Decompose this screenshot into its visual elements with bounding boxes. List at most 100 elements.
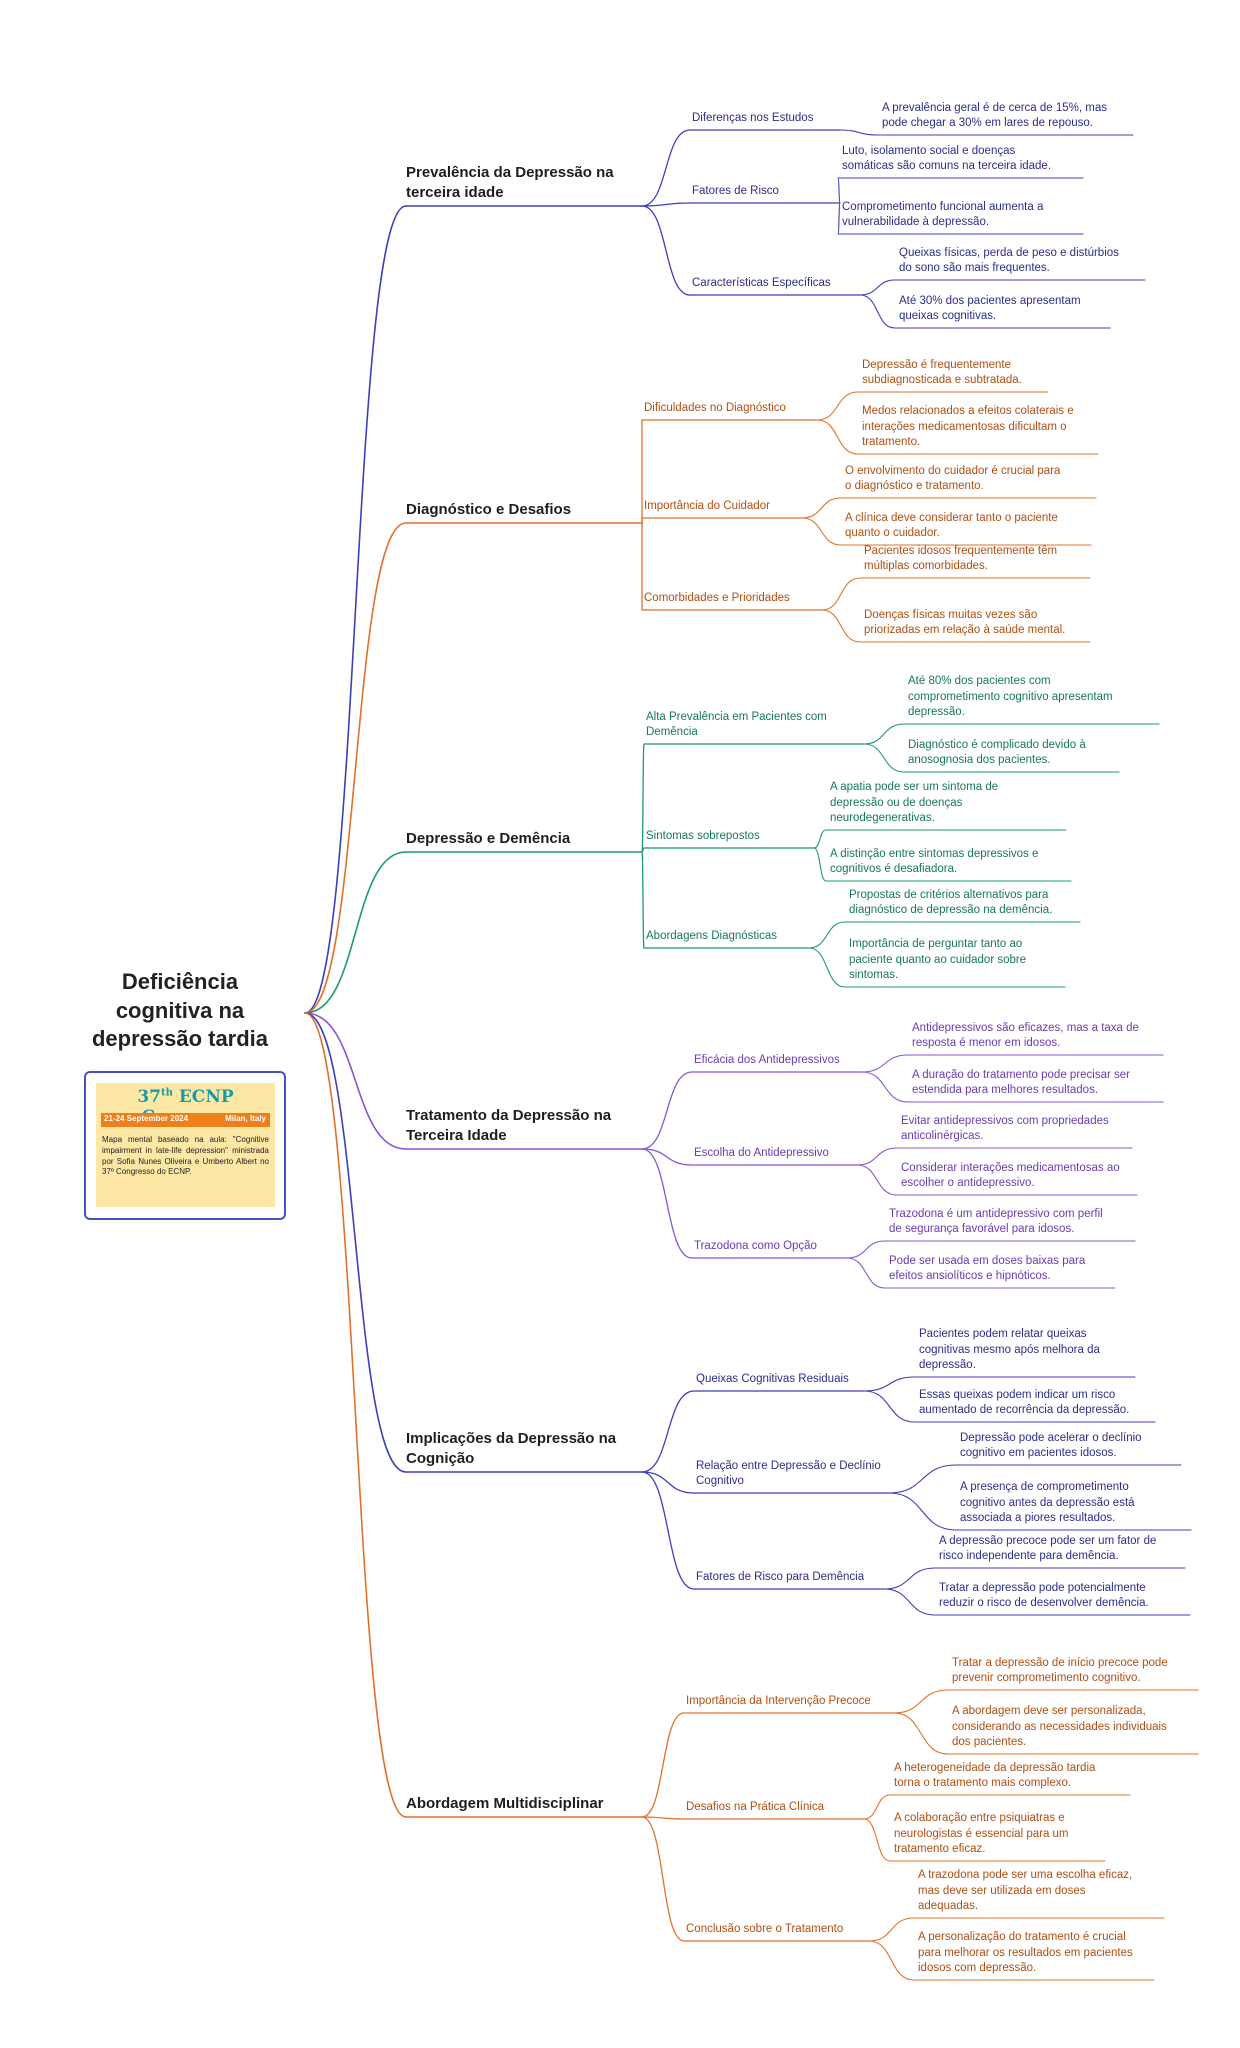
root-to-branch-link	[304, 522, 407, 1014]
detail-note-line: do sono são mais frequentes.	[899, 261, 1050, 274]
subtopic[interactable]: Eficácia dos Antidepressivos	[694, 1053, 840, 1068]
subtopic[interactable]: Trazodona como Opção	[694, 1239, 817, 1254]
detail-note-line: Pode ser usada em doses baixas para	[889, 1254, 1086, 1267]
subtopic-to-detail-link	[808, 947, 846, 988]
subtopic-to-detail-link	[888, 1464, 957, 1494]
detail-note-line: A colaboração entre psiquiatras e	[894, 1812, 1065, 1825]
branch-topic-line: Cognição	[406, 1449, 475, 1467]
subtopic-to-detail-link	[801, 497, 842, 519]
subtopic-line: Dificuldades no Diagnóstico	[644, 402, 786, 414]
detail-note: Medos relacionados a efeitos colaterais …	[862, 404, 1074, 450]
subtopic-to-detail-link	[856, 1147, 898, 1166]
branch-topic-line: Terceira Idade	[406, 1126, 507, 1144]
detail-note-line: A clínica deve considerar tanto o pacien…	[845, 511, 1058, 524]
root-to-branch-link	[304, 1012, 407, 1150]
branch-topic-line: Implicações da Depressão na	[406, 1430, 617, 1447]
root-title-line: cognitiva na	[115, 997, 245, 1023]
detail-note-line: depressão.	[908, 705, 965, 718]
subtopic-to-detail-link	[808, 921, 846, 949]
subtopic[interactable]: Abordagens Diagnósticas	[646, 929, 777, 944]
branch-topic[interactable]: Tratamento da Depressão na Terceira Idade	[406, 1106, 611, 1145]
branch-to-subtopic-link	[641, 743, 645, 853]
detail-note: A prevalência geral é de cerca de 15%, m…	[882, 101, 1107, 131]
subtopic[interactable]: Escolha do Antidepressivo	[694, 1146, 829, 1161]
subtopic[interactable]: Desafios na Prática Clínica	[686, 1800, 824, 1815]
subtopic-line: Abordagens Diagnósticas	[646, 930, 778, 942]
detail-note-line: Propostas de critérios alternativos para	[849, 888, 1049, 901]
subtopic[interactable]: Queixas Cognitivas Residuais	[696, 1372, 849, 1387]
detail-note: Importância de perguntar tanto ao pacient…	[849, 937, 1026, 983]
subtopic[interactable]: Dificuldades no Diagnóstico	[644, 401, 786, 416]
branch-topic[interactable]: Abordagem Multidisciplinar	[406, 1794, 604, 1814]
branch-topic[interactable]: Depressão e Demência	[406, 829, 570, 849]
detail-note-line: estendida para melhores resultados.	[912, 1083, 1099, 1096]
subtopic[interactable]: Comorbidades e Prioridades	[644, 591, 790, 606]
subtopic[interactable]: Conclusão sobre o Tratamento	[686, 1922, 843, 1937]
root-to-branch-link	[304, 1012, 407, 1818]
detail-note-line: aumentado de recorrência da depressão.	[919, 1403, 1130, 1416]
subtopic-line: Comorbidades e Prioridades	[644, 592, 790, 604]
subtopic-to-detail-link	[863, 1390, 916, 1423]
root-title-line: Deficiência	[121, 969, 239, 994]
subtopic-to-detail-link	[813, 847, 827, 882]
subtopic-line: Trazodona como Opção	[694, 1240, 817, 1252]
subtopic-line: Conclusão sobre o Tratamento	[686, 1923, 844, 1935]
detail-note-line: torna o tratamento mais complexo.	[894, 1776, 1072, 1789]
detail-note-line: Queixas físicas, perda de peso e distúrb…	[899, 246, 1119, 259]
subtopic-line: Escolha do Antidepressivo	[694, 1147, 829, 1159]
detail-note-line: adequadas.	[918, 1899, 979, 1912]
detail-note: A duração do tratamento pode precisar se…	[912, 1068, 1130, 1098]
branch-to-subtopic-link	[641, 851, 645, 949]
root-to-branch-link	[304, 851, 407, 1014]
detail-note-line: Considerar interações medicamentosas ao	[901, 1161, 1120, 1174]
subtopic-to-detail-link	[883, 1567, 936, 1590]
root-topic[interactable]: Deficiência cognitiva na depressão tardi…	[60, 968, 300, 1054]
subtopic[interactable]: Fatores de Risco	[692, 184, 779, 199]
root-to-branch-link	[304, 1012, 407, 1473]
congress-logo-card: 37th ECNP Congress 21-24 September 2024 …	[84, 1071, 286, 1220]
detail-note-line: pode chegar a 30% em lares de repouso.	[882, 116, 1093, 129]
subtopic[interactable]: Características Específicas	[692, 276, 831, 291]
detail-note-line: priorizadas em relação à saúde mental.	[864, 623, 1066, 636]
subtopic-to-detail-link	[816, 391, 859, 421]
congress-date-band: 21-24 September 2024 Milan, Italy	[101, 1113, 270, 1127]
detail-note-line: quanto o cuidador.	[845, 526, 940, 539]
detail-note: Tratar a depressão de início precoce pod…	[952, 1656, 1168, 1686]
subtopic-to-detail-link	[821, 609, 861, 643]
detail-note-line: Evitar antidepressivos com propriedades	[901, 1114, 1109, 1127]
subtopic-line: Alta Prevalência em Pacientes com	[646, 711, 827, 723]
detail-note-line: Importância de perguntar tanto ao	[849, 938, 1023, 951]
subtopic[interactable]: Importância da Intervenção Precoce	[686, 1694, 871, 1709]
branch-topic[interactable]: Implicações da Depressão na Cognição	[406, 1429, 616, 1468]
subtopic[interactable]: Fatores de Risco para Demência	[696, 1570, 864, 1585]
branch-topic[interactable]: Diagnóstico e Desafios	[406, 500, 571, 520]
congress-city: Milan, Italy	[225, 1114, 266, 1123]
detail-note-line: paciente quanto ao cuidador sobre	[849, 953, 1027, 966]
detail-note-line: depressão.	[919, 1358, 976, 1371]
subtopic-to-detail-link	[883, 1588, 936, 1616]
detail-note-line: cognitivos é desafiadora.	[830, 862, 958, 875]
detail-note-line: Até 30% dos pacientes apresentam	[899, 294, 1081, 307]
subtopic[interactable]: Diferenças nos Estudos	[692, 111, 813, 126]
subtopic[interactable]: Importância do Cuidador	[644, 499, 770, 514]
detail-note-line: A depressão precoce pode ser um fator de	[939, 1534, 1157, 1547]
detail-note-line: Pacientes podem relatar queixas	[919, 1328, 1087, 1341]
subtopic-to-detail-link	[846, 1240, 886, 1259]
subtopic[interactable]: Sintomas sobrepostos	[646, 829, 760, 844]
branch-to-subtopic-link	[641, 205, 691, 296]
branch-to-subtopic-link	[641, 1816, 685, 1820]
branch-topic-line: Tratamento da Depressão na	[406, 1107, 612, 1124]
branch-to-subtopic-link	[641, 1471, 695, 1494]
detail-note-line: A trazodona pode ser uma escolha eficaz,	[918, 1869, 1133, 1882]
detail-note-line: tratamento eficaz.	[894, 1842, 986, 1855]
detail-note-line: neurologistas é essencial para um	[894, 1827, 1069, 1840]
